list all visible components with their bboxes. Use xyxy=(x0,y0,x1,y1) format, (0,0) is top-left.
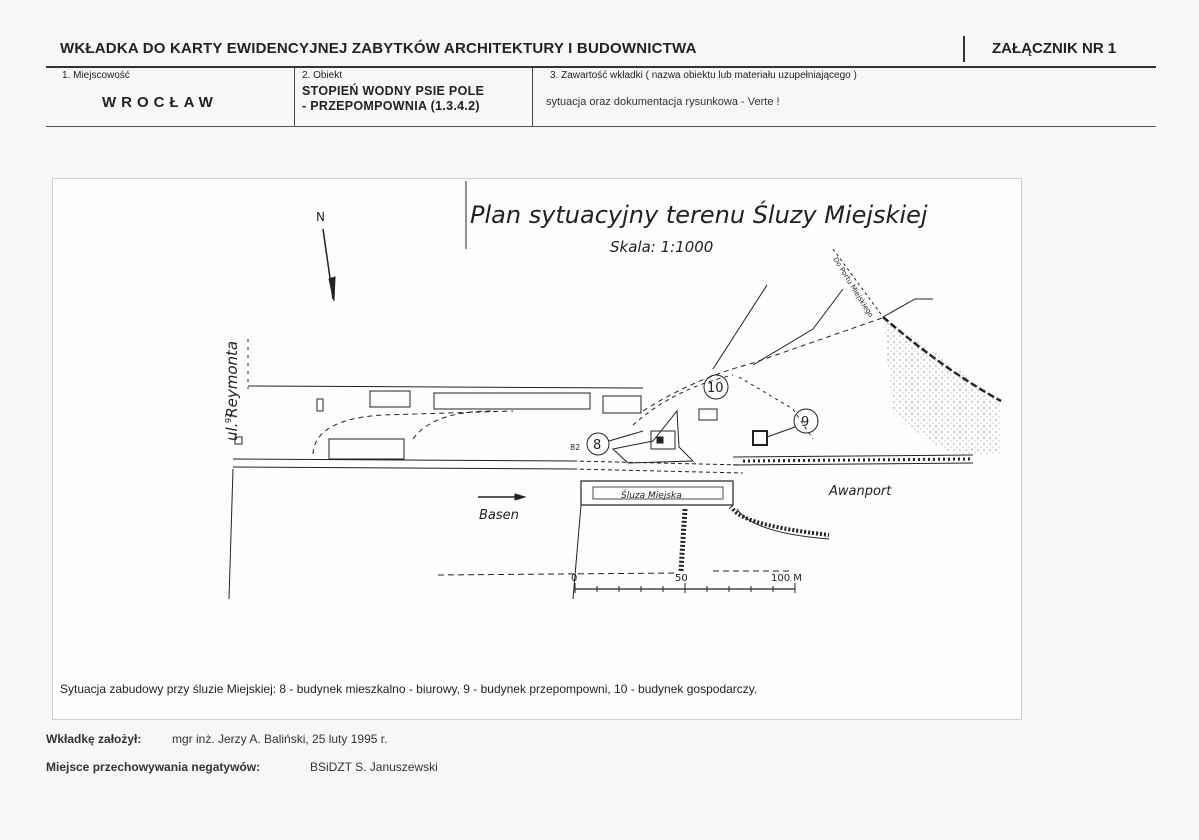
building-8 xyxy=(650,430,676,450)
header-rule xyxy=(46,66,1156,68)
column-divider xyxy=(532,68,533,126)
object-name-line1: STOPIEŃ WODNY PSIE POLE xyxy=(302,84,485,98)
content-label: 3. Zawartość wkładki ( nazwa obiektu lub… xyxy=(550,70,857,81)
road-line xyxy=(232,458,574,462)
road-line xyxy=(232,466,574,470)
building-8-outline xyxy=(611,409,695,464)
building-8-marker xyxy=(586,432,610,456)
plan-caption: Sytuacja zabudowy przy śluzie Miejskiej:… xyxy=(60,682,758,696)
plan-title: Plan sytuacyjny terenu Śluzy Miejskiej xyxy=(470,199,928,229)
object-name-line2: - PRZEPOMPOWNIA (1.3.4.2) xyxy=(302,99,480,113)
north-label: N xyxy=(316,210,325,224)
object-field: 2. Obiekt STOPIEŃ WODNY PSIE POLE - PRZE… xyxy=(302,70,532,126)
header-separator xyxy=(963,36,965,62)
locality-field: 1. Miejscowość WROCŁAW xyxy=(62,70,292,126)
scale-bar: 0 50 100 M xyxy=(571,573,802,593)
north-arrow: N xyxy=(316,210,336,302)
building-9-marker xyxy=(793,408,819,434)
annex-number: ZAŁĄCZNIK NR 1 xyxy=(992,40,1117,57)
scale-fifty: 50 xyxy=(675,573,688,584)
building-rect xyxy=(316,398,324,412)
object-name: STOPIEŃ WODNY PSIE POLE - PRZEPOMPOWNIA … xyxy=(302,84,484,114)
lock-label: Śluza Miejska xyxy=(621,489,682,501)
content-value: sytuacja oraz dokumentacja rysunkowa - V… xyxy=(546,96,780,108)
scale-zero: 0 xyxy=(571,573,577,584)
building-rect xyxy=(369,390,411,408)
document-title: WKŁADKA DO KARTY EWIDENCYJNEJ ZABYTKÓW A… xyxy=(60,40,697,57)
locality-value: WROCŁAW xyxy=(102,94,218,111)
scale-hundred: 100 M xyxy=(771,573,802,584)
founder-value: mgr inż. Jerzy A. Baliński, 25 luty 1995… xyxy=(172,732,388,746)
plan-scale: Skala: 1:1000 xyxy=(610,238,713,256)
site-plan-drawing: Plan sytuacyjny terenu Śluzy Miejskiej S… xyxy=(223,181,1002,600)
road-label: Do Portu Miejskiego xyxy=(831,256,875,319)
building-10-marker xyxy=(703,374,729,400)
column-divider xyxy=(294,68,295,126)
founder-label: Wkładkę założył: xyxy=(46,732,142,746)
street-building xyxy=(234,436,243,445)
road-line xyxy=(247,385,644,389)
building-rect xyxy=(433,392,591,410)
building-rect xyxy=(602,395,642,414)
fields-bottom-rule xyxy=(46,126,1156,127)
avanport-label: Awanport xyxy=(828,484,892,499)
building-9-number: 9 xyxy=(801,415,809,430)
lock-structure: Śluza Miejska xyxy=(572,480,830,600)
object-label: 2. Obiekt xyxy=(302,70,343,81)
content-field: 3. Zawartość wkładki ( nazwa obiektu lub… xyxy=(546,70,1150,126)
site-plan: Plan sytuacyjny terenu Śluzy Miejskiej S… xyxy=(52,178,1022,720)
svg-text:92: 92 xyxy=(224,413,233,423)
building-10 xyxy=(698,408,718,421)
building-10-number: 10 xyxy=(707,381,724,396)
building-9 xyxy=(752,430,768,446)
svg-text:82: 82 xyxy=(570,443,580,452)
locality-label: 1. Miejscowość xyxy=(62,70,130,81)
storage-label: Miejsce przechowywania negatywów: xyxy=(46,760,261,774)
street-label: ul. Reymonta xyxy=(223,341,241,441)
storage-value: BSiDZT S. Januszewski xyxy=(310,760,438,774)
building-8-number: 8 xyxy=(593,438,601,453)
building-rect xyxy=(328,438,405,460)
basin-label: Basen xyxy=(479,508,519,523)
